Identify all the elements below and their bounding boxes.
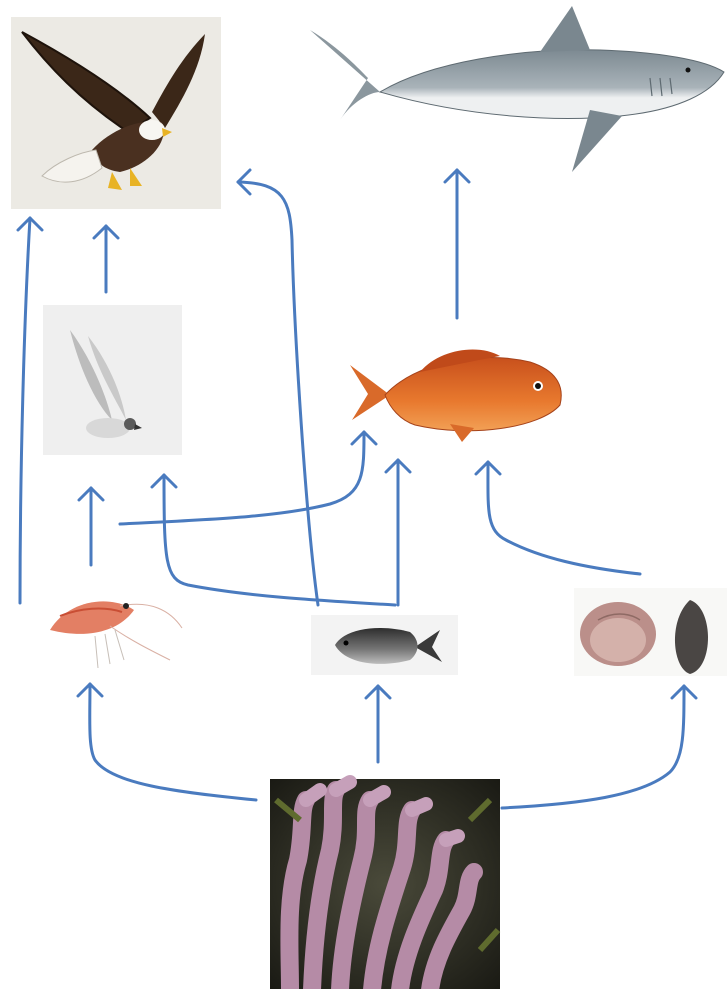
arrow-small-fish-to-fish	[386, 460, 410, 605]
coral-icon	[270, 779, 500, 989]
orange-fish-icon	[350, 349, 561, 442]
arrow-line	[164, 475, 395, 605]
arrow-line	[488, 462, 640, 574]
bald-eagle-icon	[11, 17, 221, 209]
arrow-coral-to-clams	[502, 686, 696, 808]
clam-shells-icon	[574, 588, 727, 676]
arrow-coral-to-shrimp	[78, 684, 256, 800]
arrow-small-fish-to-seabird	[152, 475, 395, 605]
arrow-line	[90, 684, 256, 800]
arrow-clams-to-fish	[476, 462, 640, 574]
arrow-shrimp-to-eagle	[18, 218, 42, 603]
seabird-icon	[43, 305, 182, 455]
arrow-line	[238, 182, 318, 605]
small-fish-icon	[311, 615, 458, 675]
great-white-shark-icon	[310, 6, 724, 172]
arrows-layer	[18, 170, 696, 808]
arrow-line	[502, 686, 684, 808]
arrow-coral-to-small-fish	[366, 686, 390, 762]
arrow-small-fish-to-eagle	[238, 170, 318, 605]
arrow-fish-to-shark	[445, 170, 469, 318]
arrow-seabird-to-eagle	[94, 226, 118, 292]
shrimp-icon	[28, 583, 183, 671]
arrow-line	[20, 218, 30, 603]
arrow-shrimp-to-seabird	[79, 488, 103, 565]
